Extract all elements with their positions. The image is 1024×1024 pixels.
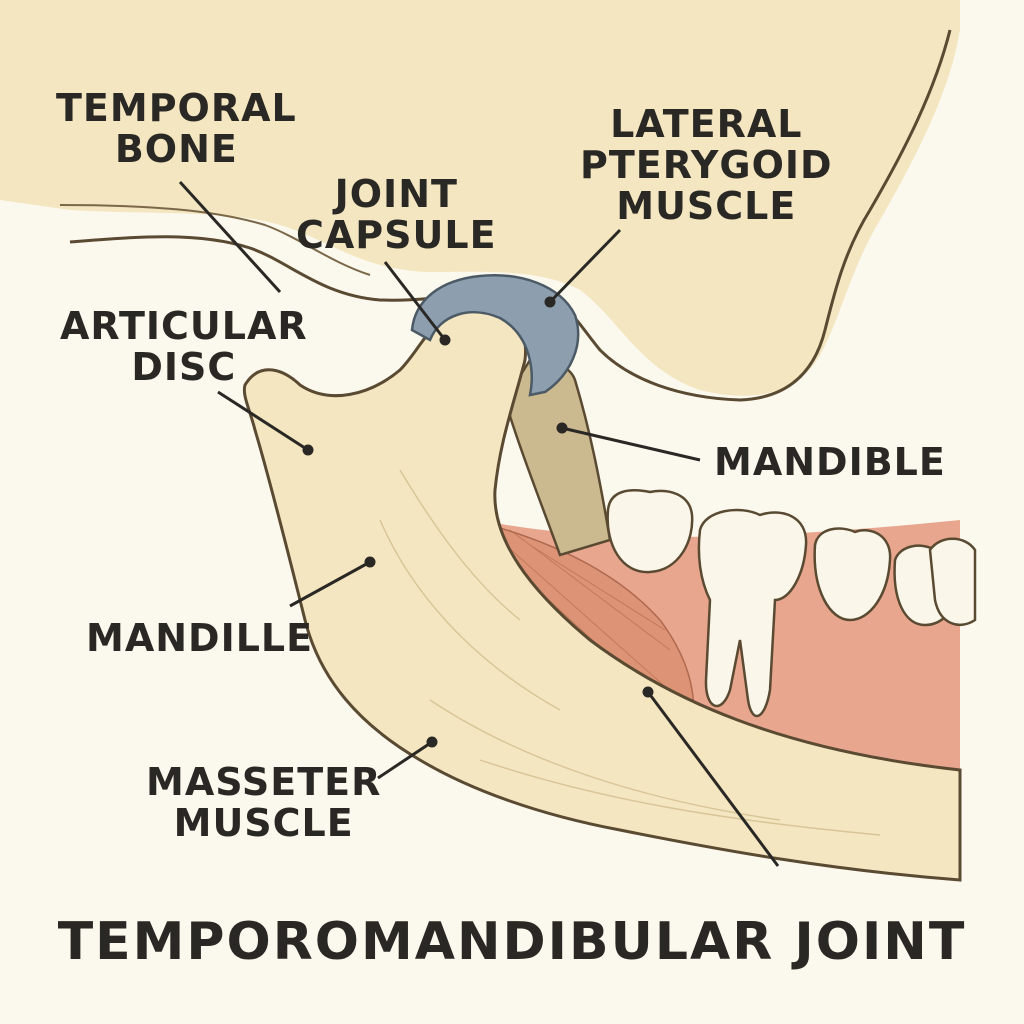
bone-texture — [379, 469, 881, 836]
label-temporal-bone: TEMPORAL BONE — [56, 88, 297, 170]
label-articular-disc-line1: ARTICULAR — [60, 304, 308, 348]
label-lateral-pterygoid-line3: MUSCLE — [616, 184, 797, 228]
label-joint-capsule-line1: JOINT — [334, 172, 458, 216]
label-masseter-muscle: MASSETER MUSCLE — [146, 762, 381, 844]
label-temporal-bone-line1: TEMPORAL — [56, 86, 297, 130]
label-mandible-line1: MANDIBLE — [714, 440, 946, 484]
tooth-3 — [813, 527, 892, 622]
label-mandible: MANDIBLE — [714, 442, 946, 483]
label-mandille: MANDILLE — [86, 618, 313, 659]
label-lateral-pterygoid: LATERAL PTERYGOID MUSCLE — [580, 104, 833, 227]
articular-eminence-line — [59, 204, 371, 276]
tooth-2-molar — [697, 508, 808, 718]
tooth-1 — [606, 489, 694, 574]
label-temporal-bone-line2: BONE — [114, 127, 238, 171]
label-joint-capsule-line2: CAPSULE — [296, 213, 497, 257]
temporal-bone — [0, 0, 960, 396]
tooth-5 — [928, 537, 977, 627]
label-joint-capsule: JOINT CAPSULE — [296, 174, 497, 256]
ligament-band — [503, 358, 612, 557]
joint-capsule-shape — [410, 274, 580, 397]
label-lateral-pterygoid-line1: LATERAL — [610, 102, 803, 146]
label-articular-disc-line2: DISC — [131, 345, 237, 389]
label-lateral-pterygoid-line2: PTERYGOID — [580, 143, 833, 187]
label-masseter-line1: MASSETER — [146, 760, 382, 804]
leader-lines — [178, 180, 780, 867]
label-masseter-line2: MUSCLE — [173, 801, 354, 845]
label-articular-disc: ARTICULAR DISC — [60, 306, 308, 388]
diagram-title: TEMPOROMANDIBULAR JOINT — [57, 912, 967, 972]
label-mandille-line1: MANDILLE — [86, 616, 314, 660]
teeth — [606, 489, 977, 718]
temporal-bone-outline — [69, 29, 952, 402]
